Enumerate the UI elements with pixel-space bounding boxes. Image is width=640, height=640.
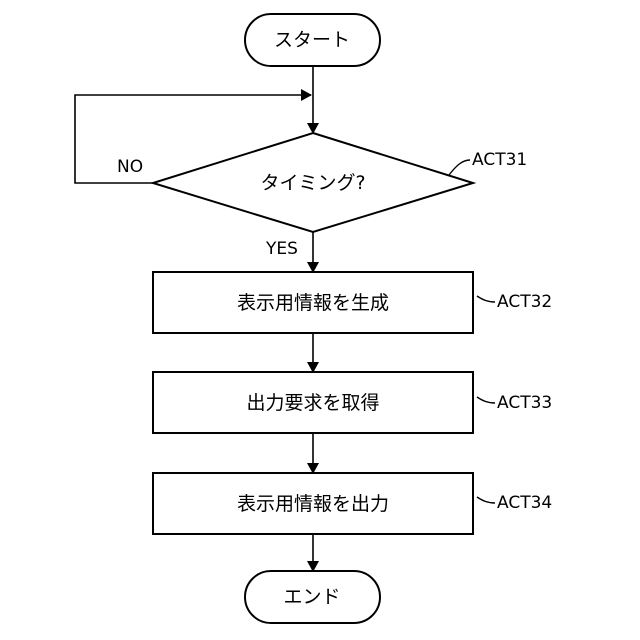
process-step-3-label: 表示用情報を出力: [237, 493, 389, 515]
yes-branch-label: YES: [265, 239, 298, 259]
end-node: エンド: [245, 571, 380, 623]
process-step-1-ref-leader: [477, 296, 495, 302]
decision-node: タイミング? ACT31: [153, 133, 527, 232]
process-step-2-label: 出力要求を取得: [246, 392, 379, 414]
decision-label: タイミング?: [260, 172, 365, 194]
start-node: スタート: [245, 14, 380, 66]
decision-ref-leader: [449, 160, 470, 175]
decision-ref-label: ACT31: [472, 150, 527, 170]
process-step-1: 表示用情報を生成 ACT32: [153, 272, 552, 333]
no-branch-label: NO: [117, 157, 143, 177]
process-step-3-ref-label: ACT34: [497, 493, 552, 513]
process-step-3-ref-leader: [477, 497, 495, 503]
start-label: スタート: [274, 29, 350, 51]
process-step-1-ref-label: ACT32: [497, 292, 552, 312]
process-step-2: 出力要求を取得 ACT33: [153, 372, 552, 433]
process-step-1-label: 表示用情報を生成: [237, 292, 389, 314]
process-step-3: 表示用情報を出力 ACT34: [153, 473, 552, 534]
process-step-2-ref-label: ACT33: [497, 393, 552, 413]
end-label: エンド: [283, 586, 340, 608]
process-step-2-ref-leader: [477, 397, 495, 403]
